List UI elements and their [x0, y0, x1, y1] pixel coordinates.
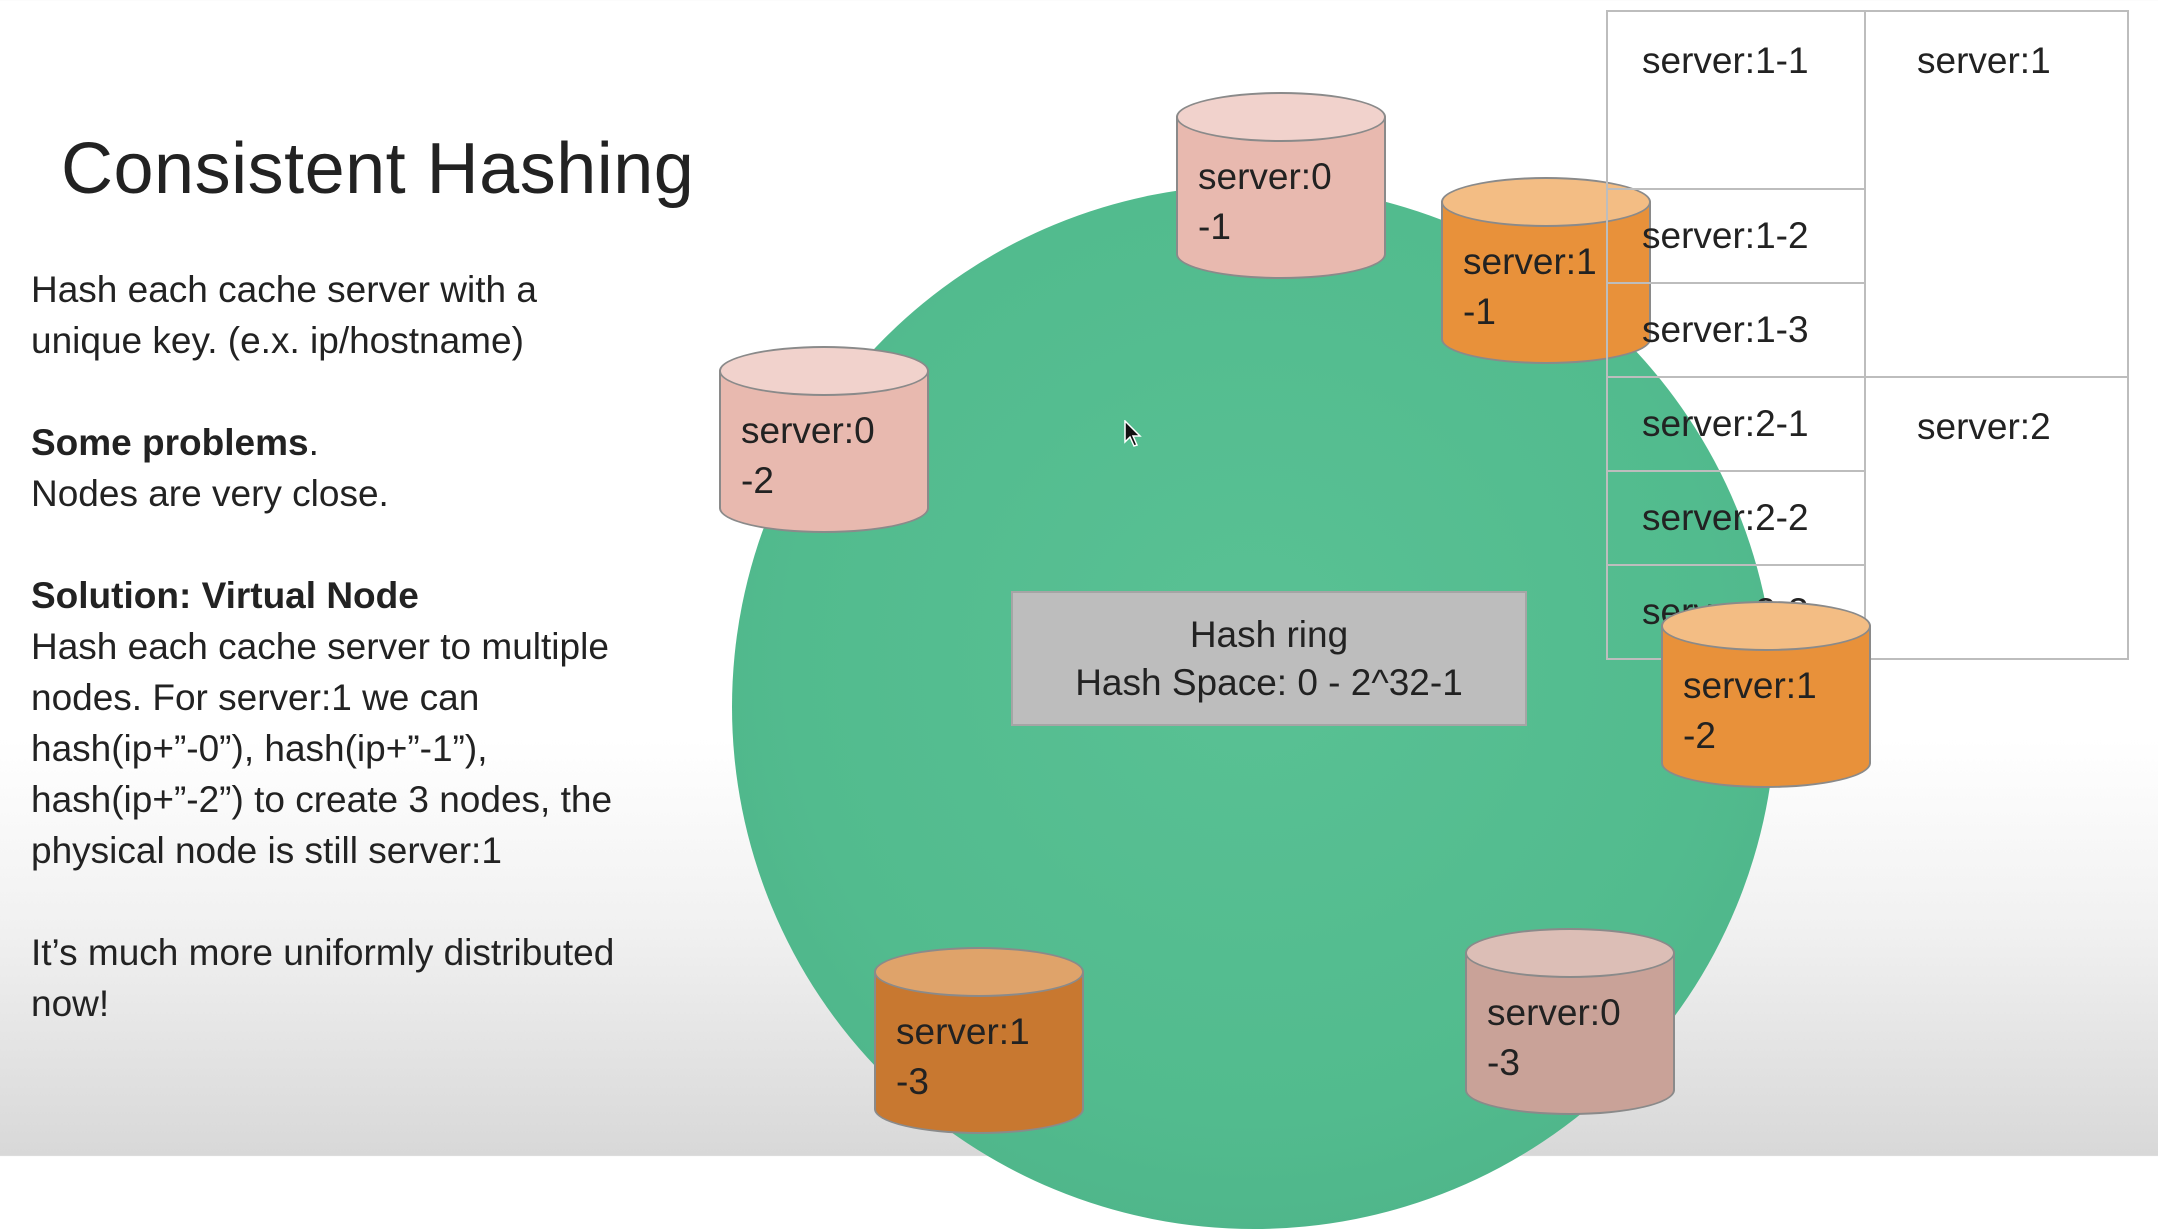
table-row: server:1-3 — [1606, 282, 2128, 378]
cylinder-top — [719, 346, 929, 396]
solution-paragraph: Solution: Virtual Node Hash each cache s… — [31, 570, 731, 876]
solution-heading: Solution: Virtual Node — [31, 575, 419, 616]
solution-line: physical node is still server:1 — [31, 830, 502, 871]
solution-line: nodes. For server:1 we can — [31, 677, 480, 718]
virtual-node-cell: server:2-1 — [1606, 376, 1866, 472]
intro-paragraph: Hash each cache server with a unique key… — [31, 264, 731, 366]
virtual-node-cell: server:1-1 — [1606, 10, 1866, 190]
solution-line: hash(ip+”-0”), hash(ip+”-1”), — [31, 728, 488, 769]
cylinder-top — [1465, 928, 1675, 978]
cylinder-top — [1661, 601, 1871, 651]
node-label: server:0 -3 — [1487, 992, 1621, 1083]
cylinder-body — [1465, 953, 1675, 1115]
node-server-0-2: server:0 -2 — [719, 346, 929, 536]
virtual-node-cell: server:1-2 — [1606, 188, 1866, 284]
cylinder-top — [1176, 92, 1386, 142]
cylinder-body — [719, 371, 929, 533]
hash-ring-label: Hash ring Hash Space: 0 - 2^32-1 — [1011, 591, 1527, 726]
virtual-node-cell: server:2-2 — [1606, 470, 1866, 566]
table-row: server:1-2 — [1606, 188, 2128, 284]
solution-line: hash(ip+”-2”) to create 3 nodes, the — [31, 779, 613, 820]
node-label: server:1 -1 — [1463, 241, 1597, 332]
cylinder-top — [874, 947, 1084, 997]
table-row: server:2-2 — [1606, 470, 2128, 566]
conclusion-paragraph: It’s much more uniformly distributed now… — [31, 927, 731, 1029]
problems-text: Nodes are very close. — [31, 473, 389, 514]
node-server-0-3: server:0 -3 — [1465, 928, 1675, 1118]
virtual-node-cell: server:1-3 — [1606, 282, 1866, 378]
intro-line-1: Hash each cache server with a — [31, 269, 537, 310]
node-server-0-1: server:0 -1 — [1176, 92, 1386, 282]
physical-node-cell: server:1 — [1864, 10, 2129, 378]
node-label: server:0 -1 — [1198, 156, 1332, 247]
node-server-1-2: server:1 -2 — [1661, 601, 1871, 791]
conclusion-line-2: now! — [31, 983, 110, 1024]
cylinder-body — [1661, 626, 1871, 788]
node-server-1-3: server:1 -3 — [874, 947, 1084, 1137]
cylinder-body — [874, 972, 1084, 1134]
hash-ring-title: Hash ring — [1189, 613, 1349, 655]
problems-heading-suffix: . — [308, 422, 319, 463]
cylinder-body — [1176, 117, 1386, 279]
problems-heading: Some problems — [31, 422, 309, 463]
conclusion-line-1: It’s much more uniformly distributed — [31, 932, 615, 973]
hash-space-range: Hash Space: 0 - 2^32-1 — [1075, 661, 1463, 703]
virtual-node-mapping-table: server:1-1 server:1 server:1-2 server:1-… — [1606, 10, 2129, 660]
problems-paragraph: Some problems. Nodes are very close. — [31, 417, 731, 519]
solution-line: Hash each cache server to multiple — [31, 626, 609, 667]
node-label: server:1 -3 — [896, 1011, 1030, 1102]
mouse-cursor-icon — [1124, 420, 1142, 447]
slide-body: Hash each cache server with a unique key… — [31, 264, 731, 1080]
slide-title: Consistent Hashing — [61, 129, 695, 209]
physical-node-cell: server:2 — [1864, 376, 2129, 660]
node-label: server:0 -2 — [741, 410, 875, 501]
table-row: server:1-1 server:1 — [1606, 10, 2129, 378]
slide: Consistent Hashing Hash each cache serve… — [31, 10, 2129, 1229]
table-row: server:2-1 server:2 — [1606, 376, 2129, 660]
node-label: server:1 -2 — [1683, 665, 1817, 756]
intro-line-2: unique key. (e.x. ip/hostname) — [31, 320, 524, 361]
